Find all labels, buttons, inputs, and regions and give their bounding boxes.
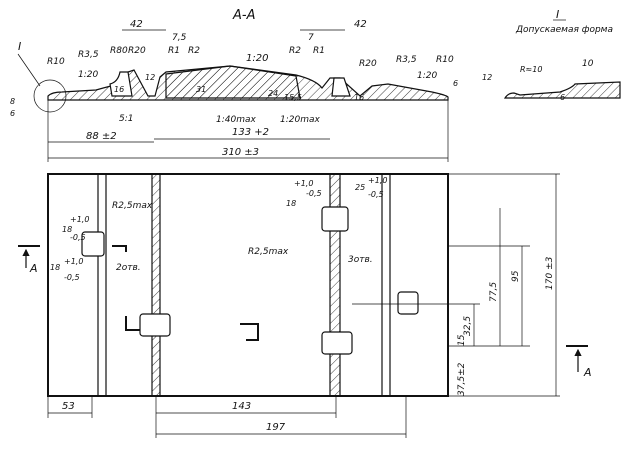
dim-37-5: 37,5±2 [457, 362, 467, 396]
cut-mark-2 [240, 323, 259, 341]
dim-r10-left: R10 [47, 57, 65, 67]
rib-left [109, 71, 133, 97]
dim-15-5: 15,5 [284, 93, 302, 102]
dim-r1-left: R1 [168, 46, 180, 56]
tol-18-top: 18 +1,0 -0,5 [286, 179, 322, 208]
hole-right [397, 291, 419, 315]
detail-view: I Допускаемая форма R≈10 10 6 [503, 8, 621, 102]
dim-15: 15 [457, 334, 467, 346]
dim-42-left: 42 [130, 19, 143, 30]
rib-right [331, 77, 351, 97]
dim-r10-right: R10 [436, 55, 454, 65]
dim-1-20max: 1:20max [280, 115, 320, 125]
rib-hatch-left [152, 174, 160, 396]
tol-18-low-low: -0,5 [64, 273, 80, 282]
dim-6-left: 6 [10, 109, 15, 118]
tol-18-low-up: +1,0 [64, 257, 83, 266]
dim-scale: 5:1 [119, 114, 133, 124]
tol-18-top-low: -0,5 [306, 189, 322, 198]
dim-16-left: 16 [114, 85, 124, 94]
detail-marker-left: I [18, 40, 21, 53]
dim-32-5: 32,5 [463, 316, 473, 336]
tol-18-left-up: +1,0 [70, 215, 89, 224]
dim-1-20-right: 1:20 [417, 71, 437, 81]
dim-r20-right: R20 [359, 59, 377, 69]
plate-outline [47, 173, 449, 397]
dim-197: 197 [266, 422, 286, 433]
tol-18-low: 18 +1,0 -0,5 [50, 257, 83, 282]
dim-77-5: 77,5 [489, 282, 499, 302]
dim-1-20-top: 1:20 [246, 53, 268, 64]
dim-r3-5-right: R3,5 [396, 55, 417, 65]
tol-18-low-base: 18 [50, 263, 60, 272]
detail-mark: I [556, 8, 559, 21]
dim-24: 24 [268, 89, 278, 98]
hole-mid-left [139, 313, 171, 337]
dim-1-20-left: 1:20 [78, 70, 98, 80]
hole-top-center [321, 206, 349, 232]
plan-view: А А R2,5max 2отв. R2,5max 3отв. 18 +1,0 … [18, 173, 592, 438]
dim-170: 170 ±3 [545, 256, 555, 290]
detail-leader [17, 53, 41, 87]
dim-95: 95 [511, 270, 521, 282]
detail-10: 10 [582, 59, 594, 69]
dim-6-right: 6 [453, 79, 458, 88]
dim-310: 310 ±3 [222, 147, 259, 158]
tol-18-left-low: -0,5 [70, 233, 86, 242]
dim-42-right: 42 [354, 19, 367, 30]
section-view: А-А I 42 7,5 R80 R20 R1 R2 R3,5 R10 1:20… [10, 8, 492, 162]
rail-seat-hatch [165, 65, 301, 99]
dim-31: 31 [196, 85, 206, 94]
dim-133: 133 +2 [232, 127, 269, 138]
detail-profile [503, 81, 621, 99]
dim-88: 88 ±2 [86, 131, 117, 142]
dim-12-left: 12 [145, 73, 155, 82]
tol-25-base: 25 [355, 183, 365, 192]
dim-r2-left: R2 [188, 46, 200, 56]
section-title: А-А [232, 8, 255, 23]
tol-18-left-base: 18 [62, 225, 72, 234]
hole-bottom-center [321, 331, 353, 355]
cut-label-left: А [29, 262, 38, 275]
r25max-left: R2,5max [112, 201, 153, 211]
dim-53: 53 [62, 401, 75, 412]
detail-circle [33, 79, 67, 113]
tol-18-left: 18 +1,0 -0,5 [62, 215, 89, 242]
detail-caption: Допускаемая форма [515, 25, 613, 35]
dim-7: 7 [308, 33, 314, 43]
r25max-center: R2,5max [248, 247, 289, 257]
dim-r2-right: R2 [289, 46, 301, 56]
tol-25-up: +1,0 [368, 176, 387, 185]
detail-6: 6 [560, 93, 565, 102]
tol-18-top-base: 18 [286, 199, 296, 208]
holes-left: 2отв. [116, 263, 141, 273]
dim-r3-5-left: R3,5 [78, 50, 99, 60]
cut-label-right: А [583, 366, 592, 379]
dim-143: 143 [232, 401, 251, 412]
dim-7-5: 7,5 [172, 33, 187, 43]
detail-r10: R≈10 [520, 65, 542, 74]
rib-hatch-right [330, 174, 340, 396]
dim-r20-left: R20 [128, 46, 146, 56]
dim-8: 8 [10, 97, 15, 106]
holes-center: 3отв. [348, 255, 373, 265]
tol-18-top-up: +1,0 [294, 179, 313, 188]
dim-1-40max: 1:40max [216, 115, 256, 125]
tol-25: 25 +1,0 -0,5 [355, 176, 387, 199]
dim-r1-right: R1 [313, 46, 325, 56]
dim-16-right: 16 [354, 93, 364, 102]
dim-r80: R80 [110, 46, 128, 56]
hole-left [81, 231, 105, 257]
cut-mark-3 [112, 245, 127, 252]
dim-12-right: 12 [482, 73, 492, 82]
cut-mark-1 [125, 316, 140, 331]
tol-25-low: -0,5 [368, 190, 384, 199]
